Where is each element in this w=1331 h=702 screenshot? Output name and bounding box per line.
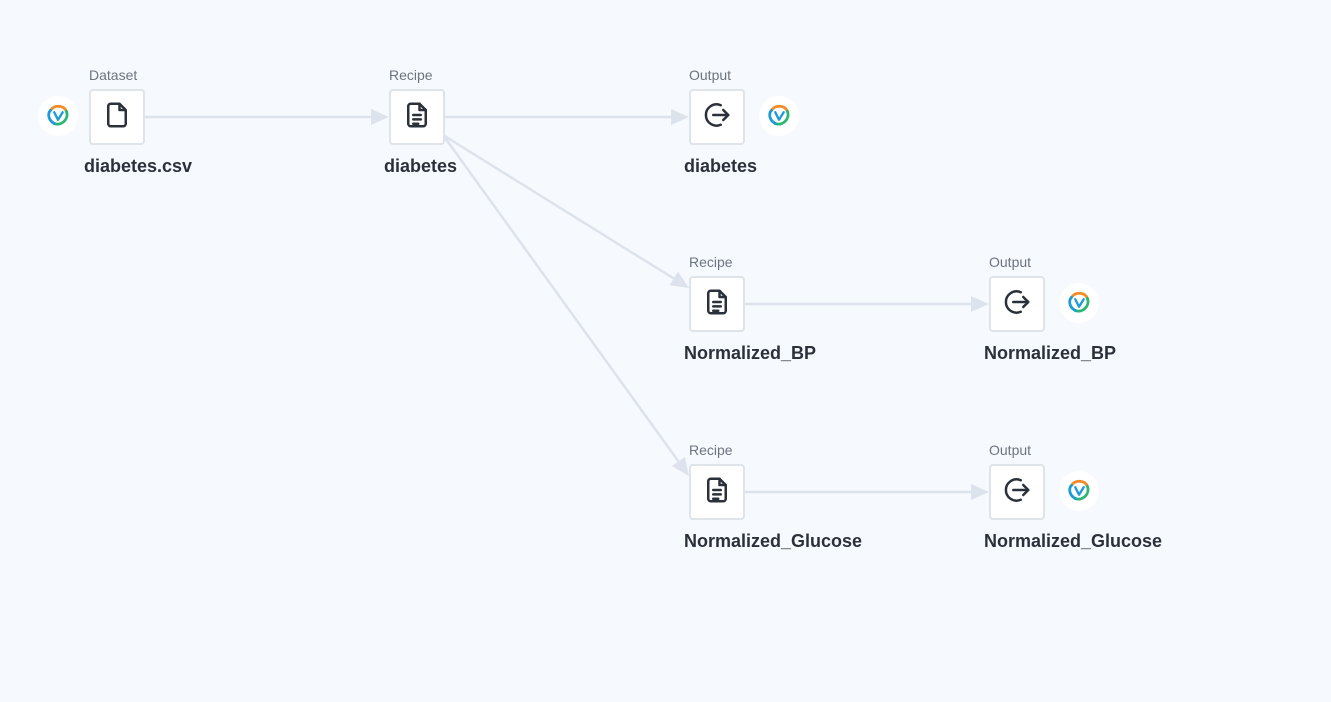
node-type-label: Output — [689, 67, 732, 83]
node-label: Normalized_BP — [684, 343, 817, 363]
node-type-label: Dataset — [89, 67, 138, 83]
node-type-label: Output — [989, 254, 1032, 270]
node-type-label: Output — [989, 442, 1032, 458]
edge-arrowhead — [971, 296, 989, 312]
node-label: diabetes.csv — [84, 156, 193, 176]
edge-arrowhead — [371, 109, 389, 125]
logout-icon — [1002, 475, 1032, 510]
node-type-label: Recipe — [689, 254, 733, 270]
node-type-label: Recipe — [389, 67, 433, 83]
document-icon — [702, 475, 732, 510]
node-box[interactable] — [689, 276, 745, 332]
node-box[interactable] — [89, 89, 145, 145]
document-icon — [402, 100, 432, 135]
node-box[interactable] — [689, 464, 745, 520]
node-box[interactable] — [389, 89, 445, 145]
brand-logo-icon — [1059, 283, 1099, 323]
node-box[interactable] — [689, 89, 745, 145]
edge-arrowhead — [971, 484, 989, 500]
node-box[interactable] — [989, 464, 1045, 520]
document-icon — [702, 287, 732, 322]
node-type-label: Recipe — [689, 442, 733, 458]
edge-arrowhead — [671, 109, 689, 125]
brand-logo-icon — [38, 96, 78, 136]
node-label: Normalized_Glucose — [984, 531, 1163, 551]
node-label: diabetes — [384, 156, 458, 176]
edge-line — [441, 134, 680, 463]
node-box[interactable] — [989, 276, 1045, 332]
logout-icon — [1002, 287, 1032, 322]
file-icon — [102, 100, 132, 135]
node-label: Normalized_BP — [984, 343, 1117, 363]
node-label: Normalized_Glucose — [684, 531, 863, 551]
node-label: diabetes — [684, 156, 758, 176]
brand-logo-icon — [759, 96, 799, 136]
edge-line — [442, 133, 675, 280]
brand-logo-icon — [1059, 471, 1099, 511]
logout-icon — [702, 100, 732, 135]
edge-arrowhead — [671, 456, 689, 476]
edge-arrowhead — [669, 271, 689, 288]
